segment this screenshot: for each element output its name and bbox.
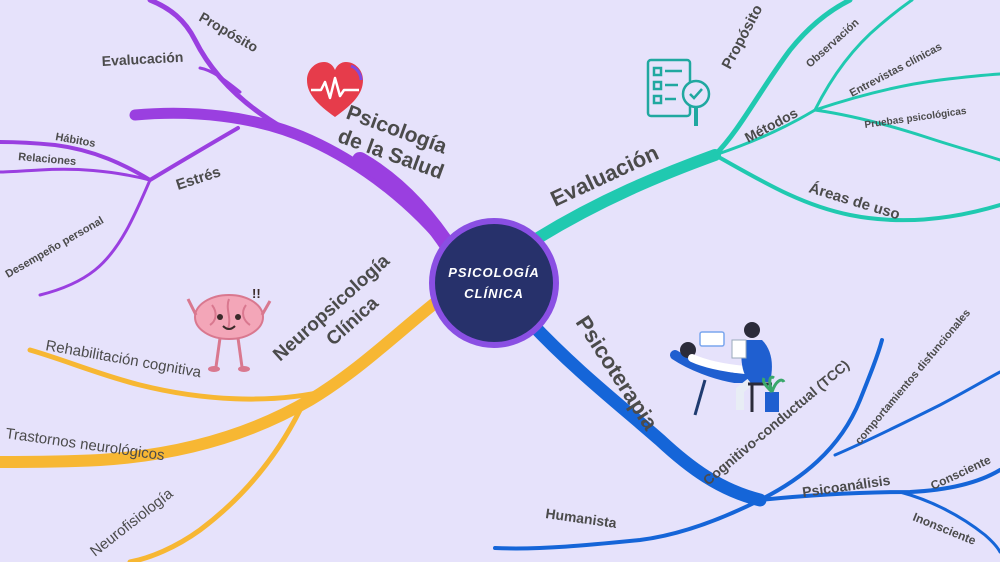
neuro-labels: Neuropsicología Clínica Rehabilitación c… — [4, 250, 394, 560]
brain-exclaim: !! — [252, 286, 261, 301]
salud-evaluacion: Evalucación — [101, 49, 183, 69]
evaluacion-proposito: Propósito — [719, 2, 767, 72]
psicoterapia-humanista: Humanista — [545, 505, 618, 531]
salud-desempeno: Desempeño personal — [4, 215, 106, 281]
psicoterapia-inconsciente: Inonsciente — [911, 510, 978, 548]
center-node: PSICOLOGÍA CLÍNICA — [429, 218, 559, 348]
therapy-session-icon — [670, 322, 786, 416]
branch-neuro — [0, 289, 451, 562]
center-title-line1: PSICOLOGÍA — [448, 265, 540, 280]
evaluacion-pruebas: Pruebas psicológicas — [864, 106, 968, 131]
brain-character-icon: !! — [186, 286, 272, 372]
heart-pulse-icon — [307, 62, 363, 117]
evaluacion-labels: Evaluación Propósito Métodos Observación… — [547, 2, 968, 223]
branch-psicoterapia — [493, 315, 1000, 554]
checklist-magnifier-icon — [646, 58, 711, 126]
psicoterapia-psicoanalisis: Psicoanálisis — [801, 472, 891, 500]
salud-relaciones: Relaciones — [18, 151, 77, 168]
branch-evaluacion — [532, 0, 1000, 244]
salud-estres: Estrés — [174, 163, 223, 193]
psicoterapia-labels: Psicoterapia Cognitivo-conductual (TCC) … — [545, 307, 994, 548]
salud-labels: Psicología de la Salud Propósito Evaluca… — [4, 9, 451, 281]
branch-salud — [0, 0, 460, 297]
salud-proposito: Propósito — [197, 9, 262, 56]
center-title-line2: CLÍNICA — [464, 286, 524, 301]
neuro-rehabilitacion: Rehabilitación cognitiva — [44, 337, 203, 381]
evaluacion-entrevistas: Entrevistas clínicas — [848, 41, 944, 100]
